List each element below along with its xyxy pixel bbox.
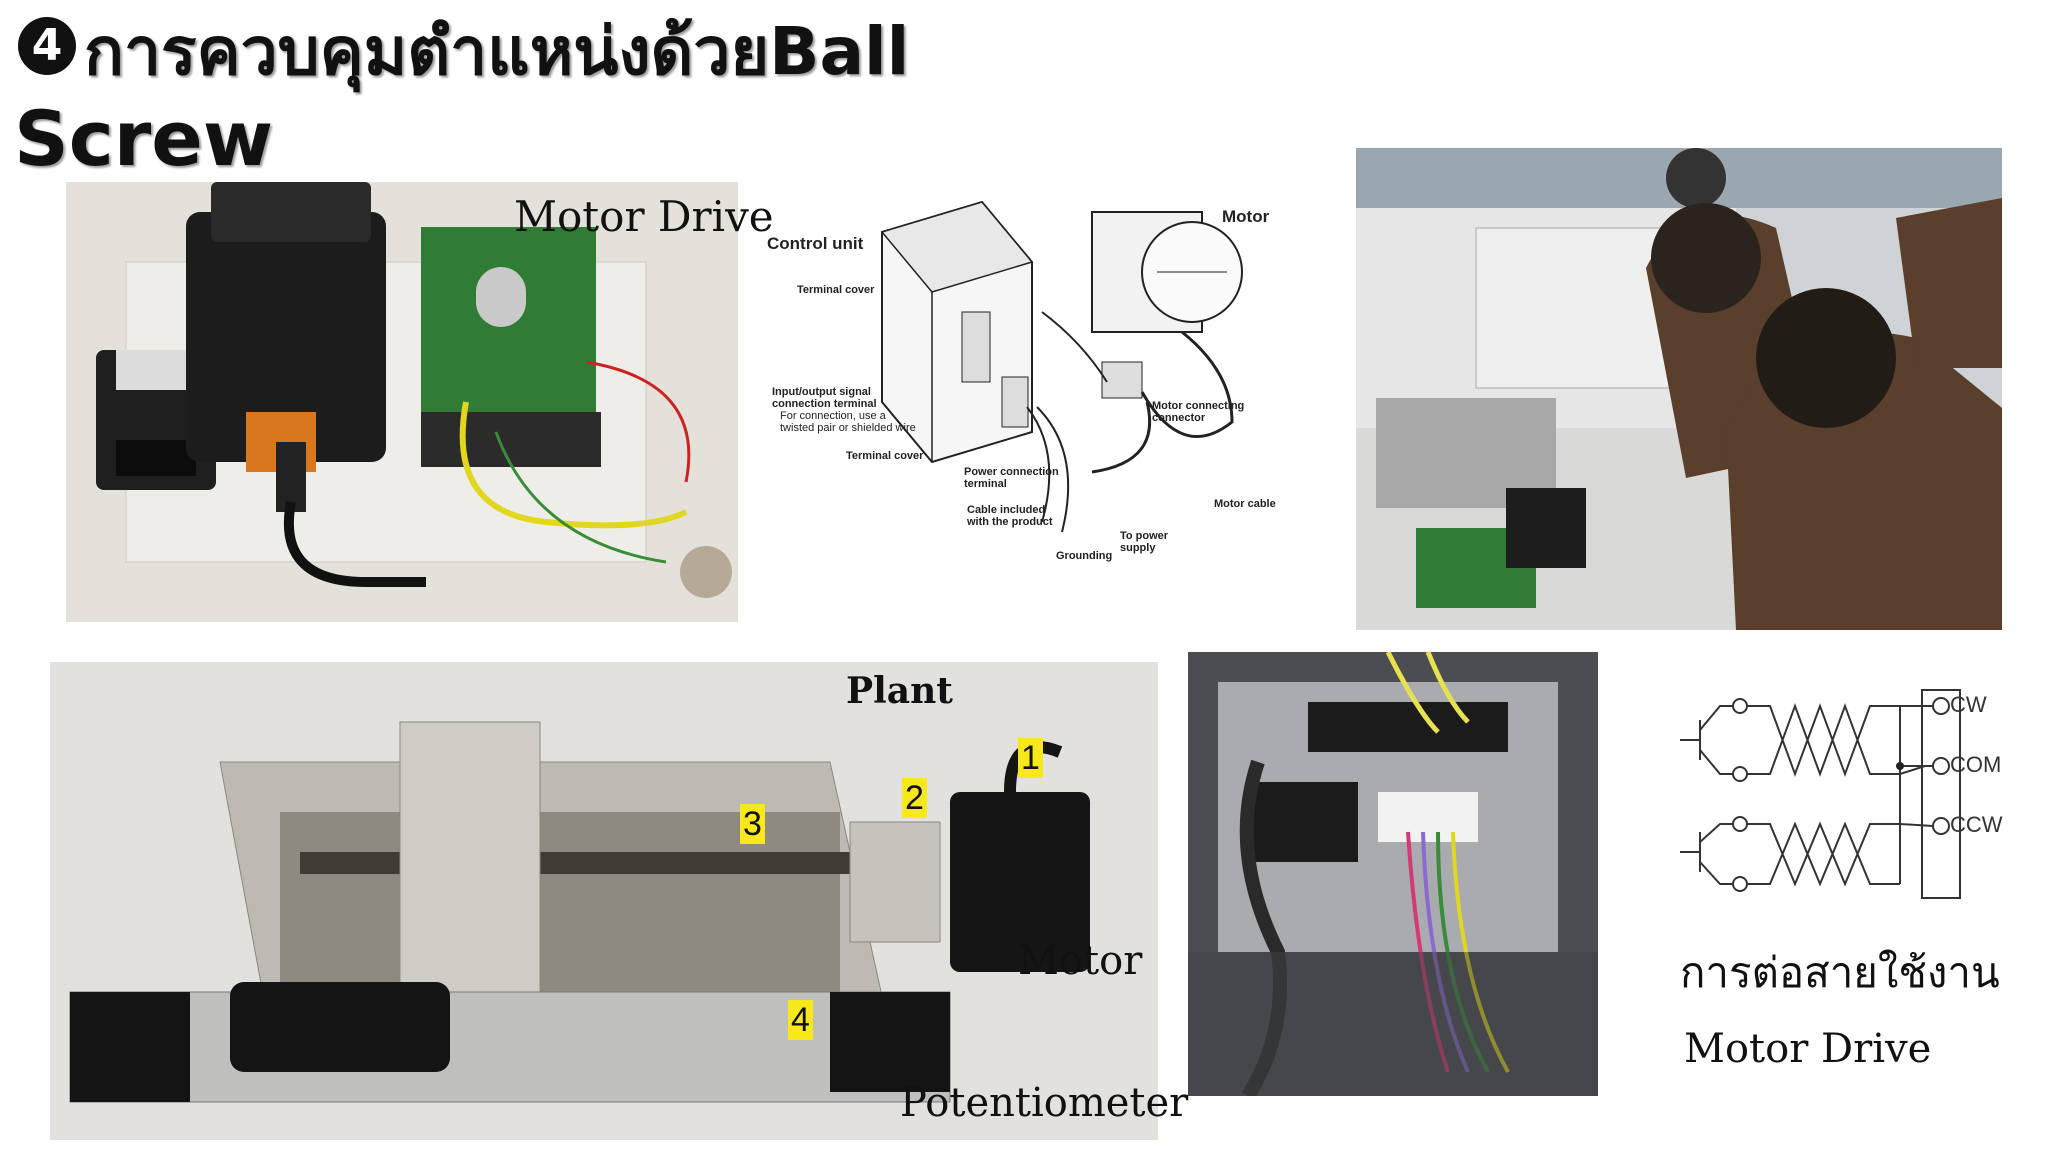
wiring-caption-line1: การต่อสายใช้งาน [1680, 948, 2000, 997]
label-terminal-cover-top: Terminal cover [797, 284, 875, 296]
potentiometer-caption: Potentiometer [900, 1080, 1189, 1126]
label-power-terminal-2: terminal [964, 478, 1007, 490]
label-motor-cable: Motor cable [1214, 498, 1276, 510]
plant-marker-4: 4 [788, 1000, 813, 1040]
plant-marker-1: 1 [1018, 738, 1043, 778]
label-terminal-cover-bottom: Terminal cover [846, 450, 924, 462]
motor-drive-photo [66, 182, 738, 622]
label-motor-connector-1: Motor connecting [1152, 400, 1245, 412]
label-grounding: Grounding [1056, 550, 1113, 562]
motor-drive-caption: Motor Drive [514, 192, 774, 241]
plant-ball-screw-photo: 1 2 3 4 [50, 662, 1158, 1140]
students-lab-photo [1356, 148, 2002, 630]
wiring-caption-line2: Motor Drive [1684, 1026, 1932, 1072]
label-io-terminal-4: twisted pair or shielded wire [780, 422, 916, 434]
label-to-power-1: To power [1120, 530, 1169, 542]
motor-caption: Motor [1018, 938, 1143, 984]
label-cw: CW [1950, 692, 1987, 717]
label-com: COM [1950, 752, 2002, 777]
label-cable-2: with the product [967, 516, 1053, 528]
plant-marker-2: 2 [902, 778, 927, 818]
wiring-schematic: CW COM CCW [1660, 680, 2020, 910]
label-io-terminal-2: connection terminal [772, 398, 877, 410]
label-to-power-2: supply [1120, 542, 1156, 554]
label-ccw: CCW [1950, 812, 2003, 837]
title-line2: Screw [14, 94, 274, 183]
label-control-unit: Control unit [767, 234, 864, 253]
control-unit-diagram: Control unit Terminal cover Input/output… [762, 192, 1302, 582]
label-motor: Motor [1222, 207, 1270, 226]
title-line1: การควบคุมตำแหน่งด้วยBall [84, 13, 910, 90]
drive-terminal-photo [1188, 652, 1598, 1096]
label-motor-connector-2: connector [1152, 412, 1206, 424]
label-io-terminal-3: For connection, use a [780, 410, 886, 422]
number-badge: 4 [18, 17, 76, 75]
label-io-terminal-1: Input/output signal [772, 386, 871, 398]
label-cable-1: Cable included [967, 504, 1046, 516]
plant-caption: Plant [846, 670, 953, 712]
plant-marker-3: 3 [740, 804, 765, 844]
label-power-terminal-1: Power connection [964, 466, 1059, 478]
